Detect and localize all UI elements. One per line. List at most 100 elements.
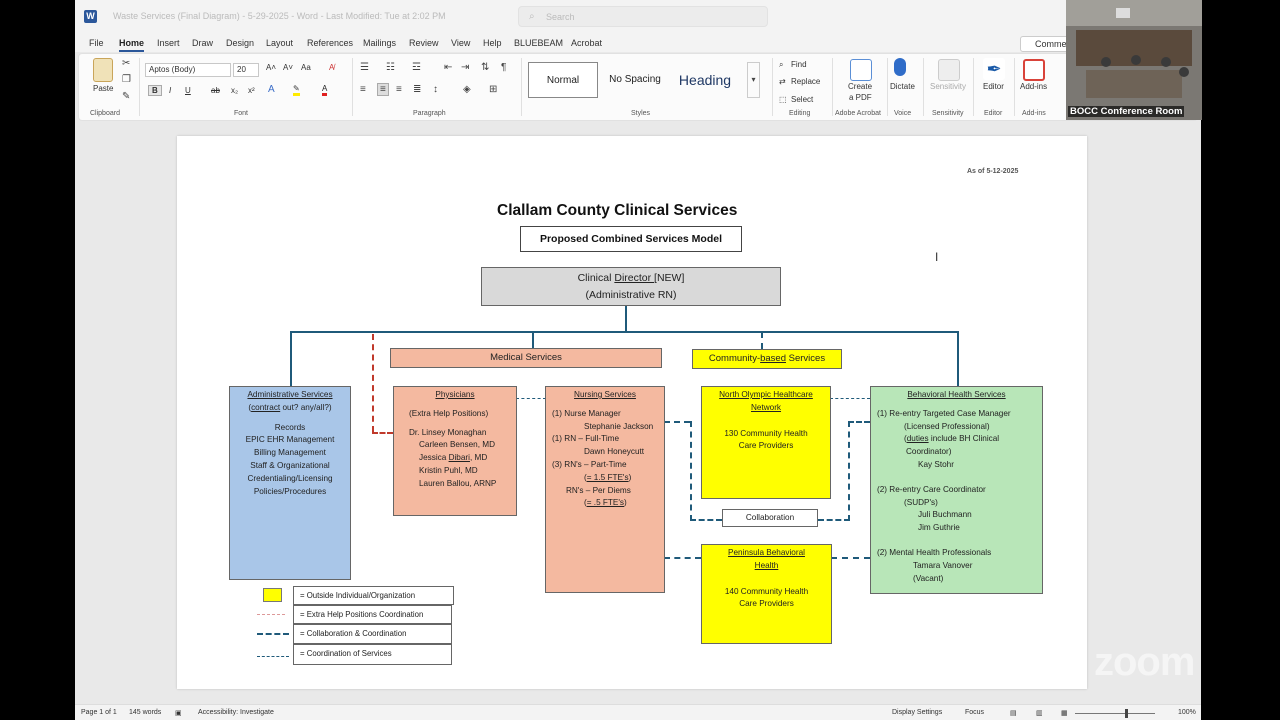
font-size-select[interactable]: 20 [233,63,259,77]
font-color-icon[interactable]: A [322,84,328,96]
nursing-title: Nursing Services [574,390,636,399]
shading-icon[interactable]: ◈ [463,84,471,95]
ribbon-separator [1014,58,1015,116]
editor-button[interactable]: Editor [983,82,1004,91]
microphone-icon[interactable] [894,58,906,76]
dictate-button[interactable]: Dictate [890,82,915,91]
zoom-video-feed: BOCC Conference Room [1066,0,1202,120]
find-button[interactable]: Find [791,60,807,69]
tab-mailings[interactable]: Mailings [363,38,397,48]
add-ins-button[interactable]: Add-ins [1020,82,1048,91]
tab-review[interactable]: Review [409,38,439,48]
change-case-button[interactable]: Aa [301,63,311,72]
tab-draw[interactable]: Draw [192,38,214,48]
clear-formatting-icon[interactable]: A̸ [329,63,335,72]
bh-line: Tamara Vanover [913,560,973,570]
word-count[interactable]: 145 words [129,709,162,716]
sort-icon[interactable]: ⇅ [481,62,490,73]
sensitivity-icon[interactable] [938,59,960,81]
tab-file[interactable]: File [89,38,104,48]
borders-icon[interactable]: ⊞ [489,84,498,95]
subscript-button[interactable]: x₂ [231,86,239,95]
italic-button[interactable]: I [169,86,172,95]
copy-icon[interactable]: ❐ [122,74,131,85]
underline-button[interactable]: U [185,86,191,95]
zoom-slider[interactable] [1075,713,1155,714]
document-page[interactable]: As of 5-12-2025 Clallam County Clinical … [177,136,1087,689]
display-settings-button[interactable]: Display Settings [892,709,943,716]
shrink-font-button[interactable]: A˅ [283,63,294,72]
search-icon: ⌕ [529,11,535,22]
paste-icon[interactable] [93,58,113,82]
tab-acrobat[interactable]: Acrobat [571,38,603,48]
add-ins-icon[interactable] [1023,59,1045,81]
create-pdf-label-2[interactable]: a PDF [849,93,872,102]
create-pdf-icon[interactable] [850,59,872,81]
decrease-indent-icon[interactable]: ⇤ [444,62,453,73]
format-painter-icon[interactable]: ✎ [122,91,131,102]
replace-button[interactable]: Replace [791,77,821,86]
admin-subtitle: (contract out? any/all?) [248,402,332,412]
paste-button[interactable]: Paste [93,84,114,93]
bh-line: (2) Re-entry Care Coordinator [877,484,986,494]
tab-design[interactable]: Design [226,38,255,48]
tab-insert[interactable]: Insert [157,38,180,48]
superscript-button[interactable]: x² [248,86,255,95]
tab-home[interactable]: Home [119,38,145,48]
multilevel-list-icon[interactable]: ☲ [412,62,421,73]
justify-icon[interactable]: ≣ [413,84,422,95]
focus-button[interactable]: Focus [965,709,985,716]
medical-services-header: Medical Services [390,348,662,368]
align-left-icon[interactable]: ≡ [360,84,366,95]
legend-swatch-red-dash [257,614,285,615]
group-label-styles: Styles [631,110,651,117]
bullets-icon[interactable]: ☰ [360,62,369,73]
zoom-slider-thumb[interactable] [1125,709,1128,718]
document-area[interactable]: As of 5-12-2025 Clallam County Clinical … [75,121,1201,704]
tab-references[interactable]: References [307,38,354,48]
ribbon-separator [772,58,773,116]
style-no-spacing[interactable]: No Spacing [609,74,661,85]
sensitivity-button[interactable]: Sensitivity [930,82,967,91]
proofing-icon[interactable]: ▣ [175,710,182,717]
line-spacing-icon[interactable]: ↕ [433,84,438,95]
tab-help[interactable]: Help [483,38,502,48]
select-button[interactable]: Select [791,95,814,104]
font-name-select[interactable]: Aptos (Body) [145,63,231,77]
chart-subtitle: Proposed Combined Services Model [520,226,742,252]
cut-icon[interactable]: ✂ [122,58,131,69]
editor-pen-icon[interactable]: ✒ [983,58,1005,80]
search-input[interactable]: ⌕ Search [518,6,768,27]
tab-layout[interactable]: Layout [266,38,294,48]
web-layout-icon[interactable]: ▦ [1061,710,1068,717]
print-layout-icon[interactable]: ▥ [1036,710,1043,717]
grow-font-button[interactable]: A˄ [266,63,277,72]
show-marks-icon[interactable]: ¶ [501,62,507,73]
nursing-line: RN's – Per Diems [566,485,631,495]
highlight-icon[interactable]: ✎ [293,84,300,96]
zoom-level[interactable]: 100% [1178,709,1196,716]
style-normal[interactable]: Normal [528,62,598,98]
text-effects-icon[interactable]: A [268,84,275,95]
tab-view[interactable]: View [451,38,471,48]
accessibility-status[interactable]: Accessibility: Investigate [198,709,274,716]
tab-bluebeam[interactable]: BLUEBEAM [514,38,564,48]
styles-more-button[interactable]: ▾ [747,62,760,98]
align-center-icon[interactable]: ≡ [377,83,389,96]
admin-item: Policies/Procedures [253,486,327,496]
bh-line: (Licensed Professional) [904,421,990,431]
increase-indent-icon[interactable]: ⇥ [461,62,470,73]
bold-button[interactable]: B [148,85,162,96]
create-pdf-label-1[interactable]: Create [848,82,873,91]
connector-bh [957,332,959,386]
legend-item: = Outside Individual/Organization [293,586,454,605]
ribbon-separator [832,58,833,116]
clinical-director-box: Clinical Director [NEW] (Administrative … [481,267,781,306]
collab-connector-bottom-left [690,519,722,521]
numbering-icon[interactable]: ☷ [386,62,395,73]
strikethrough-button[interactable]: ab [211,86,220,95]
style-heading[interactable]: Heading [678,72,732,88]
read-mode-icon[interactable]: ▤ [1010,710,1017,717]
align-right-icon[interactable]: ≡ [396,84,402,95]
page-count[interactable]: Page 1 of 1 [81,709,117,716]
